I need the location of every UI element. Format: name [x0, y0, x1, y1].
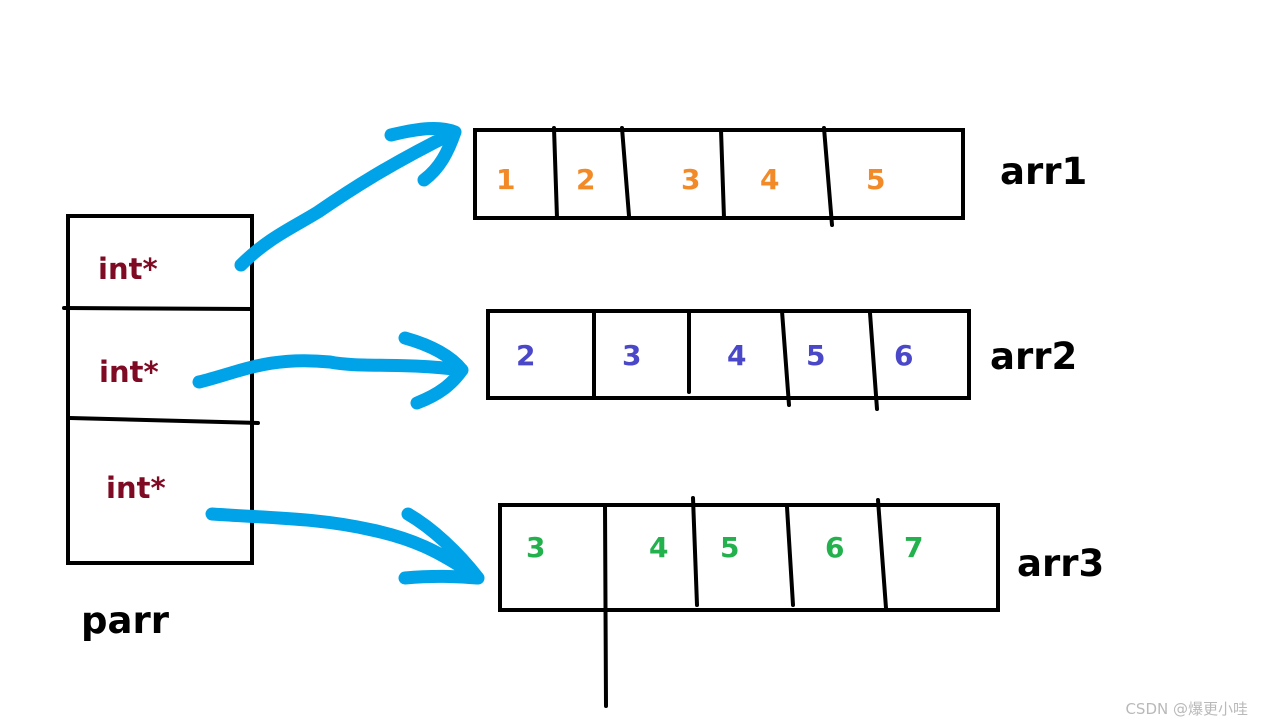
arrow-to-arr1: [234, 121, 462, 272]
arr1-value-2: 3: [681, 163, 700, 196]
parr-cell-2: int*: [106, 471, 166, 505]
arr2-label: arr2: [990, 335, 1077, 378]
arr3-value-2: 5: [720, 531, 739, 564]
arr2-value-1: 3: [622, 339, 641, 372]
arr1-value-4: 5: [866, 163, 885, 196]
arr3-value-0: 3: [526, 531, 545, 564]
watermark: CSDN @爆更小哇: [1125, 700, 1248, 718]
arr2-value-2: 4: [727, 339, 746, 372]
arrow-to-arr3: [205, 507, 485, 585]
arr2-value-3: 5: [806, 339, 825, 372]
arr1-box: [473, 126, 965, 227]
arr1-value-1: 2: [576, 163, 595, 196]
arr1-label: arr1: [1000, 150, 1087, 193]
arr2-value-0: 2: [516, 339, 535, 372]
arr3-value-4: 7: [904, 531, 923, 564]
arr2-value-4: 6: [894, 339, 913, 372]
arr3-box: [498, 496, 1000, 708]
parr-cell-0: int*: [98, 252, 158, 286]
arr3-value-1: 4: [649, 531, 668, 564]
parr-label: parr: [81, 599, 170, 642]
arr1-value-3: 4: [760, 163, 779, 196]
arr2-box: [486, 309, 971, 411]
parr-box: [62, 214, 260, 565]
parr-cell-1: int*: [99, 355, 159, 389]
arr3-value-3: 6: [825, 531, 844, 564]
arr1-value-0: 1: [496, 163, 515, 196]
arr3-label: arr3: [1017, 542, 1104, 585]
arrow-to-arr2: [192, 331, 469, 410]
